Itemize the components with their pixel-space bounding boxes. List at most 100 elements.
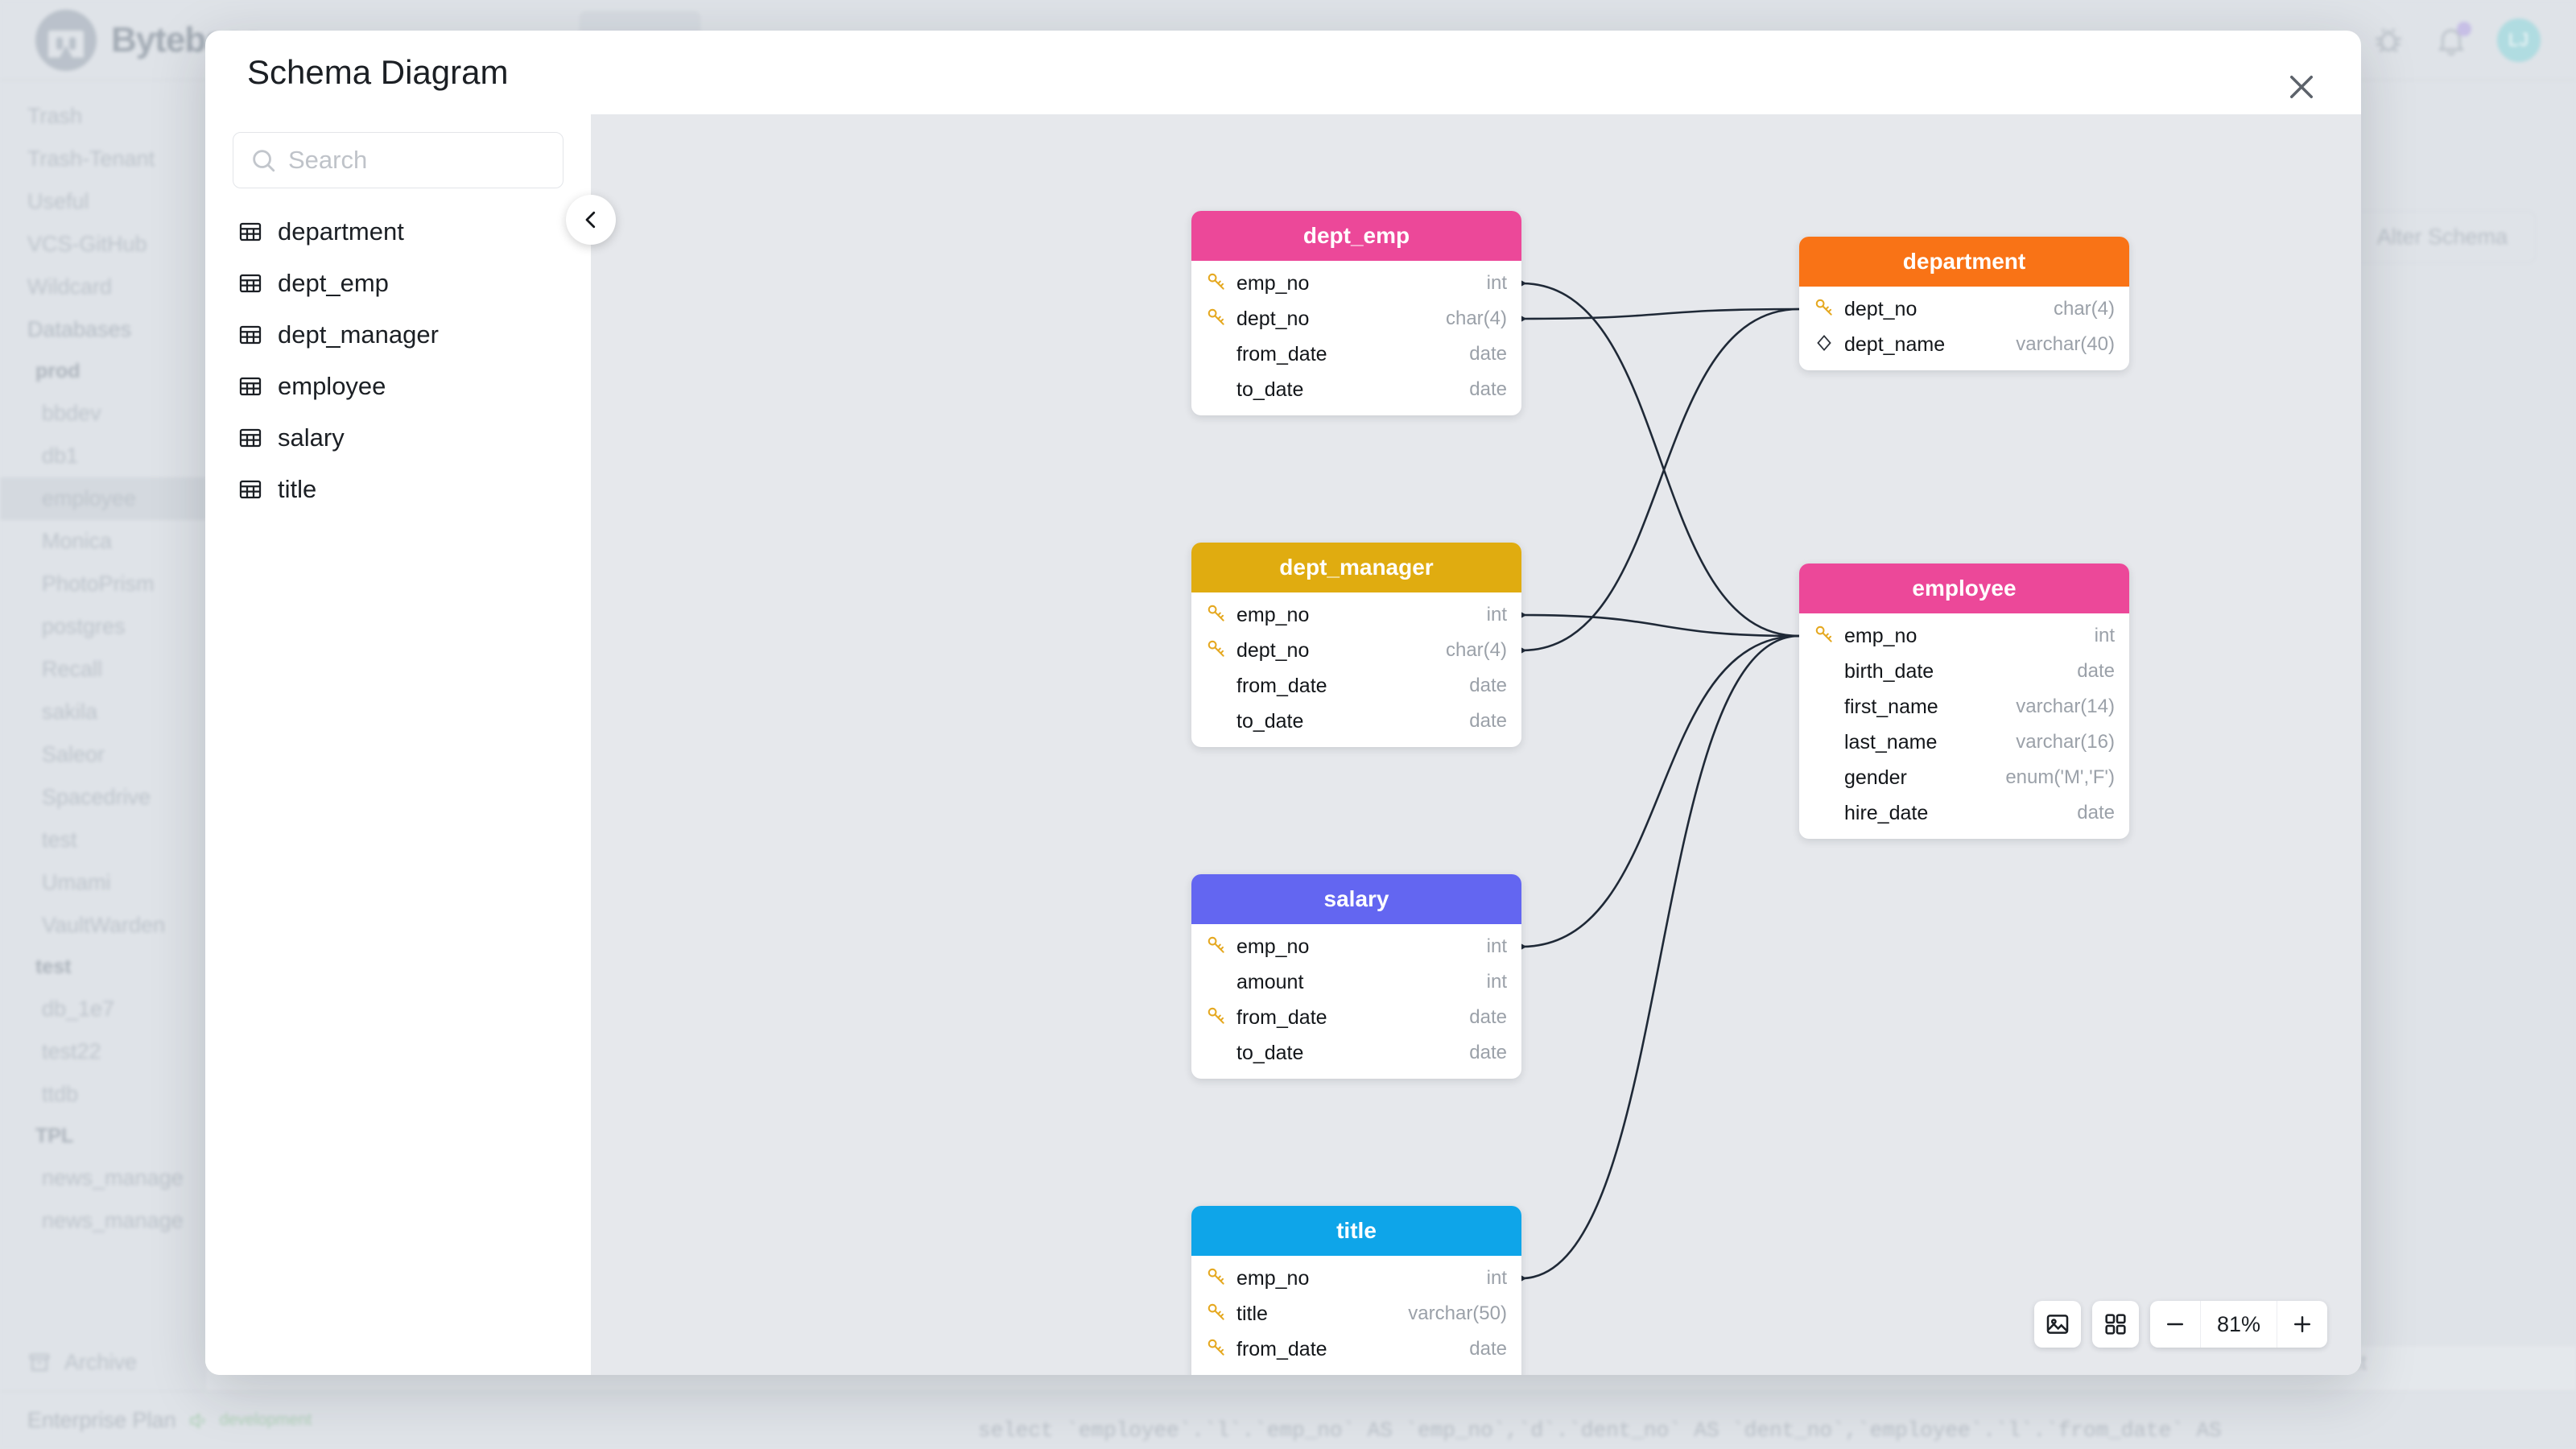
column-type: varchar(14) [2016, 696, 2115, 717]
sidebar-item-postgres[interactable]: postgres [42, 614, 126, 638]
plan-label: Enterprise Plan [27, 1408, 176, 1432]
table-list-item-dept_emp[interactable]: dept_emp [233, 258, 564, 309]
column-name: gender [1844, 766, 1907, 789]
bug-icon[interactable] [2372, 23, 2405, 57]
table-list-item-label: salary [278, 423, 345, 452]
notification-dot [2457, 21, 2471, 36]
sidebar-item-recall[interactable]: Recall [42, 657, 103, 681]
table-node-title: title [1191, 1206, 1521, 1256]
sidebar-item-wildcard[interactable]: Wildcard [27, 275, 113, 299]
search-input[interactable] [288, 146, 547, 175]
column-name: birth_date [1844, 659, 1934, 683]
table-list-item-salary[interactable]: salary [233, 412, 564, 464]
bell-icon[interactable] [2434, 21, 2471, 57]
close-icon[interactable] [2281, 66, 2322, 108]
sidebar-item-vcs-github[interactable]: VCS-GitHub [27, 232, 147, 256]
table-icon [237, 270, 263, 296]
sidebar-item-ttdb[interactable]: ttdb [42, 1082, 79, 1106]
column-name: to_date [1236, 709, 1304, 733]
table-icon [237, 322, 263, 348]
zoom-level[interactable]: 81% [2200, 1301, 2277, 1348]
sidebar-item-photoprism[interactable]: PhotoPrism [42, 572, 155, 596]
table-list-item-department[interactable]: department [233, 206, 564, 258]
sidebar-item-db-1e7[interactable]: db_1e7 [42, 997, 115, 1021]
table-column-row: first_name varchar(14) [1799, 689, 2129, 724]
column-name: emp_no [1236, 271, 1310, 295]
sidebar-item-test[interactable]: test [42, 828, 77, 852]
page-title: Schema Diagram [247, 53, 509, 91]
column-name: from_date [1236, 1005, 1327, 1029]
sidebar-item-tpl[interactable]: TPL [35, 1125, 74, 1147]
table-list-item-title[interactable]: title [233, 464, 564, 515]
column-key-icon [1814, 624, 1835, 649]
sidebar-item-databases[interactable]: Databases [27, 317, 132, 341]
column-type: date [1469, 710, 1507, 732]
sidebar-item-sakila[interactable]: sakila [42, 700, 98, 724]
sidebar-item-vaultwarden[interactable]: VaultWarden [42, 913, 166, 937]
table-node-title: dept_emp [1191, 211, 1521, 261]
sidebar-item-archive[interactable]: Archive [27, 1350, 137, 1375]
sidebar-item-news-manage[interactable]: news_manage [42, 1166, 184, 1190]
zoom-in-button[interactable] [2277, 1301, 2327, 1348]
sidebar-item-db1[interactable]: db1 [42, 444, 79, 468]
column-type: int [2094, 625, 2115, 646]
table-list-item-employee[interactable]: employee [233, 361, 564, 412]
primary-key-icon [1208, 1339, 1224, 1356]
sidebar-item-trash-tenant[interactable]: Trash-Tenant [27, 147, 155, 171]
column-type: date [1469, 1338, 1507, 1360]
sidebar-item-useful[interactable]: Useful [27, 189, 89, 213]
column-type: varchar(40) [2016, 333, 2115, 355]
sidebar-item-saleor[interactable]: Saleor [42, 742, 105, 766]
sidebar-item-test22[interactable]: test22 [42, 1039, 101, 1063]
collapse-panel-button[interactable] [566, 195, 616, 245]
column-type: date [1469, 1373, 1507, 1375]
search-box[interactable] [233, 132, 564, 188]
sidebar-item-spacedrive[interactable]: Spacedrive [42, 785, 151, 809]
column-name: first_name [1844, 695, 1938, 718]
grid-layout-icon[interactable] [2092, 1301, 2139, 1348]
sidebar-item-news-manage[interactable]: news_manage [42, 1208, 184, 1232]
column-type: date [1469, 1042, 1507, 1063]
topbar-right: LJ [2372, 18, 2541, 62]
column-key-icon [1206, 1337, 1227, 1362]
image-export-icon[interactable] [2034, 1301, 2081, 1348]
modal-body: departmentdept_empdept_manageremployeesa… [205, 114, 2361, 1375]
sidebar-item-employee[interactable]: employee [0, 477, 206, 520]
column-key-icon [1206, 1302, 1227, 1327]
plus-icon [2294, 1316, 2310, 1332]
avatar[interactable]: LJ [2497, 18, 2541, 62]
sidebar-item-trash[interactable]: Trash [27, 104, 83, 128]
zoom-out-button[interactable] [2150, 1301, 2200, 1348]
column-type: date [2077, 660, 2115, 682]
sidebar-item-prod[interactable]: prod [35, 360, 80, 382]
table-list-item-dept_manager[interactable]: dept_manager [233, 309, 564, 361]
sidebar-item-test[interactable]: test [35, 956, 72, 978]
alter-schema-button[interactable]: Alter Schema [2348, 211, 2536, 263]
sidebar-item-umami[interactable]: Umami [42, 870, 111, 894]
column-type: date [2077, 802, 2115, 824]
bytebase-logo-icon [35, 9, 97, 71]
sidebar-item-bbdev[interactable]: bbdev [42, 401, 101, 425]
relationship-edge [1521, 613, 1800, 638]
sidebar-item-monica[interactable]: Monica [42, 529, 113, 553]
table-list-item-label: title [278, 475, 317, 503]
column-type: char(4) [1445, 639, 1507, 661]
column-key-icon [1206, 603, 1227, 628]
